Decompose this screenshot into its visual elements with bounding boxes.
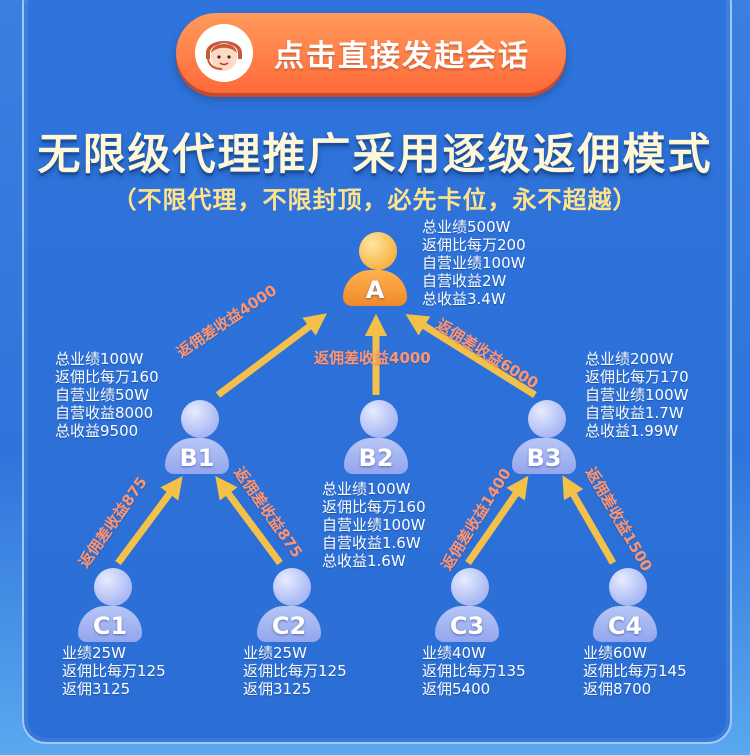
info-line: 返佣比每万125 <box>62 662 166 680</box>
info-line: 自营业绩100W <box>422 254 526 272</box>
info-line: 自营收益1.6W <box>322 534 421 552</box>
node-c3-label: C3 <box>435 606 499 642</box>
info-line: 自营业绩100W <box>585 386 689 404</box>
person-icon <box>609 568 647 606</box>
page-title: 无限级代理推广采用逐级返佣模式 <box>37 130 713 180</box>
person-icon <box>451 568 489 606</box>
info-line: 返佣5400 <box>422 680 491 698</box>
arrow-c4-b3 <box>562 475 617 565</box>
info-line: 总业绩100W <box>55 350 144 368</box>
info-line: 返佣比每万135 <box>422 662 526 680</box>
node-c4-label: C4 <box>593 606 657 642</box>
node-a-info: 总业绩500W 返佣比每万200 自营业绩100W 自营收益2W 总收益3.4W <box>422 218 526 308</box>
arrow-c2-b1 <box>215 476 283 566</box>
node-c1-info: 业绩25W 返佣比每万125 返佣3125 <box>62 644 166 698</box>
info-line: 总收益1.99W <box>585 422 679 440</box>
customer-service-icon <box>195 24 253 82</box>
edge-label-b2-a: 返佣差收益4000 <box>314 349 431 367</box>
info-line: 总收益1.6W <box>322 552 406 570</box>
arrow-c1-b1 <box>115 476 183 566</box>
info-line: 总业绩500W <box>422 218 511 236</box>
node-c3-info: 业绩40W 返佣比每万135 返佣5400 <box>422 644 526 698</box>
start-chat-label: 点击直接发起会话 <box>274 39 530 74</box>
info-line: 总业绩100W <box>322 480 411 498</box>
arrow-c3-b3 <box>465 475 529 565</box>
node-c1-label: C1 <box>78 606 142 642</box>
info-line: 自营收益1.7W <box>585 404 684 422</box>
node-c2-info: 业绩25W 返佣比每万125 返佣3125 <box>243 644 347 698</box>
info-line: 总收益9500 <box>55 422 139 440</box>
person-icon <box>273 568 311 606</box>
info-line: 返佣3125 <box>62 680 131 698</box>
node-b2-info: 总业绩100W 返佣比每万160 自营业绩100W 自营收益1.6W 总收益1.… <box>322 480 426 570</box>
node-b1: B1 <box>165 400 229 480</box>
person-icon <box>359 232 397 270</box>
info-line: 总收益3.4W <box>422 290 506 308</box>
page-subtitle: （不限代理，不限封顶，必先卡位，永不超越） <box>112 186 638 214</box>
info-line: 返佣比每万125 <box>243 662 347 680</box>
info-line: 总业绩200W <box>585 350 674 368</box>
info-line: 返佣8700 <box>583 680 652 698</box>
node-b3-info: 总业绩200W 返佣比每万170 自营业绩100W 自营收益1.7W 总收益1.… <box>585 350 689 440</box>
node-b1-label: B1 <box>165 438 229 474</box>
person-icon <box>181 400 219 438</box>
info-line: 返佣比每万170 <box>585 368 689 386</box>
node-b2: B2 <box>344 400 408 480</box>
node-b2-label: B2 <box>344 438 408 474</box>
start-chat-button[interactable]: 点击直接发起会话 <box>176 13 566 93</box>
info-line: 业绩25W <box>62 644 126 662</box>
node-b3-label: B3 <box>512 438 576 474</box>
person-icon <box>360 400 398 438</box>
info-line: 自营业绩100W <box>322 516 426 534</box>
node-c4: C4 <box>593 568 657 648</box>
node-a: A <box>343 232 407 312</box>
info-line: 业绩60W <box>583 644 647 662</box>
info-line: 自营业绩50W <box>55 386 149 404</box>
node-c1: C1 <box>78 568 142 648</box>
arrow-b1-a <box>215 313 327 398</box>
info-line: 返佣比每万200 <box>422 236 526 254</box>
node-a-label: A <box>343 270 407 306</box>
node-b3: B3 <box>512 400 576 480</box>
node-c2-label: C2 <box>257 606 321 642</box>
info-line: 业绩40W <box>422 644 486 662</box>
info-line: 返佣比每万145 <box>583 662 687 680</box>
info-line: 自营收益2W <box>422 272 507 290</box>
info-line: 返佣比每万160 <box>322 498 426 516</box>
info-line: 业绩25W <box>243 644 307 662</box>
person-icon <box>94 568 132 606</box>
info-line: 自营收益8000 <box>55 404 154 422</box>
info-line: 返佣比每万160 <box>55 368 159 386</box>
arrow-b3-a <box>405 314 537 398</box>
person-icon <box>528 400 566 438</box>
node-c3: C3 <box>435 568 499 648</box>
info-line: 返佣3125 <box>243 680 312 698</box>
node-c2: C2 <box>257 568 321 648</box>
node-c4-info: 业绩60W 返佣比每万145 返佣8700 <box>583 644 687 698</box>
node-b1-info: 总业绩100W 返佣比每万160 自营业绩50W 自营收益8000 总收益950… <box>55 350 159 440</box>
